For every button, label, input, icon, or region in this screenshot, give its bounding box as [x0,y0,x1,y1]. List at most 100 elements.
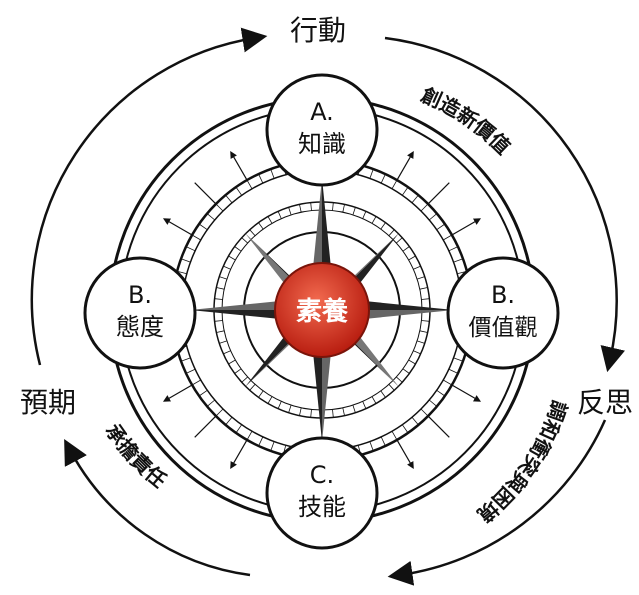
compass-inner-tick [408,359,416,365]
compass-inner-tick [267,396,273,404]
compass-inner-tick [332,202,334,211]
arrow-bottom-to-left [64,438,251,577]
compass-minor-tick [436,223,446,231]
compass-inner-tick [228,359,236,365]
compass-inner-tick [258,390,264,398]
compass-minor-tick [270,441,275,452]
compass-tick [396,439,414,470]
compass-minor-tick [428,213,438,221]
compass-inner-tick [388,384,395,391]
compass-tick [162,218,193,236]
compass-minor-tick [443,234,453,241]
node-right-letter: B. [491,281,515,309]
compass-minor-tick [448,368,459,374]
compass-inner-tick [362,401,367,409]
compass-minor-tick [270,168,275,179]
compass-minor-tick [235,186,243,196]
compass-inner-tick [277,211,282,219]
compass-inner-tick [267,216,273,224]
compass-inner-tick [299,407,302,416]
arc-label-create-value: 創造新價值 [417,82,516,159]
compass-inner-tick [299,204,302,213]
compass-inner-tick [371,216,377,224]
compass-minor-tick [369,168,374,179]
compass-tick [427,415,450,438]
compass-inner-tick [408,255,416,261]
compass-minor-tick [185,368,196,374]
arrow-left-to-top [30,27,268,366]
compass-minor-tick [369,441,374,452]
compass-inner-tick [216,330,225,333]
compass-minor-tick [185,246,196,252]
inner-cycle-arrows [64,438,251,577]
node-left-letter: B. [128,281,152,309]
compass-inner-tick [352,404,356,413]
compass-inner-tick [419,287,428,290]
compass-tick [451,384,482,402]
compass-minor-tick [453,258,464,263]
compass-inner-tick [249,229,256,236]
core-circle [274,262,370,358]
compass-inner-tick [234,246,242,252]
compass-inner-tick [241,237,248,244]
compass-minor-tick [176,270,187,275]
node-top-knowledge: A. 知識 [265,73,379,187]
compass-tick [427,182,450,205]
compass-minor-tick [448,246,459,252]
cycle-label-anticipation: 預期 [20,386,76,419]
outer-cycle-arrows [30,27,625,586]
core-competency: 素養 [274,262,370,358]
compass-minor-tick [443,379,453,386]
node-bottom-letter: C. [310,461,334,489]
compass-inner-tick [416,340,425,344]
compass-inner-tick [380,222,386,230]
compass-inner-tick [413,265,421,270]
node-bottom-skills: C. 技能 [265,436,379,550]
compass-inner-tick [421,320,430,322]
compass-inner-tick [362,211,367,219]
compass-minor-tick [215,408,224,417]
compass-inner-tick [352,207,356,216]
node-bottom-label: 技能 [298,493,346,521]
compass-inner-tick [214,320,223,322]
compass-inner-tick [288,404,292,413]
compass-inner-tick [371,396,377,404]
compass-tick [194,415,217,438]
node-right-label: 價值觀 [469,315,538,341]
compass-inner-tick [413,350,421,355]
compass-inner-tick [223,265,231,270]
compass-inner-tick [288,207,292,216]
compass-minor-tick [180,258,191,263]
compass-inner-tick [416,276,425,280]
compass-minor-tick [225,416,233,426]
compass-inner-tick [234,368,242,374]
compass-minor-tick [215,203,224,212]
compass-minor-tick [198,389,208,397]
compass-minor-tick [420,408,429,417]
compass-inner-tick [310,409,312,418]
compass-inner-tick [241,376,248,383]
compass-minor-tick [180,357,191,362]
compass-inner-tick [223,350,231,355]
compass-minor-tick [246,431,253,441]
core-label: 素養 [296,297,349,327]
compass-inner-tick [396,376,403,383]
compass-minor-tick [258,173,264,184]
node-right-values: B. 價值觀 [446,256,560,370]
compass-tick [162,384,193,402]
compass-inner-tick [214,298,223,300]
compass-minor-tick [391,179,398,189]
compass-tick [451,218,482,236]
compass-inner-tick [258,222,264,230]
compass-inner-tick [419,330,428,333]
compass-minor-tick [191,379,201,386]
compass-tick [194,182,217,205]
compass-inner-tick [332,409,334,418]
compass-inner-tick [388,229,395,236]
compass-minor-tick [380,436,386,447]
compass-tick [230,439,248,470]
node-left-attitude: B. 態度 [83,256,197,370]
compass-minor-tick [401,186,409,196]
compass-inner-tick [277,401,282,409]
